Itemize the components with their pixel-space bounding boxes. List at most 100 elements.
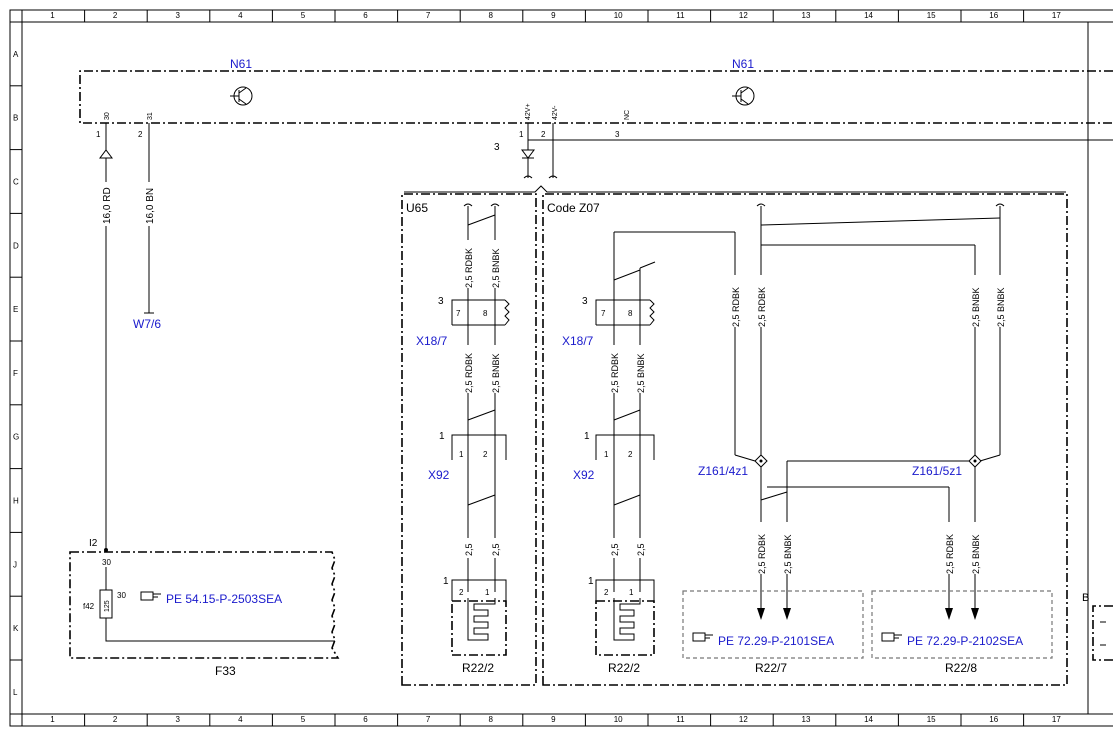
svg-text:3: 3 — [438, 296, 444, 307]
wire-16bn: 16,0 BN — [145, 188, 156, 224]
grid-col-label: 3 — [176, 715, 181, 724]
grid-col-label: 1 — [50, 11, 55, 20]
left-supply-wires: 1 2 16,0 RD 16,0 BN W7/6 — [96, 123, 161, 550]
x18-7-label-u65[interactable]: X18/7 — [416, 334, 448, 348]
grid-col-label: 11 — [676, 715, 685, 724]
42v-feed: 2 1 3 3 — [404, 123, 1113, 193]
grid-col-label: 14 — [864, 715, 873, 724]
svg-text:2: 2 — [541, 130, 546, 139]
grid-col-label: 9 — [551, 11, 556, 20]
svg-text:2: 2 — [138, 130, 143, 139]
svg-text:1: 1 — [604, 450, 609, 459]
grid-col-label: 11 — [676, 11, 685, 20]
grid-row-label: G — [13, 433, 19, 442]
svg-text:1: 1 — [443, 576, 449, 587]
u65-wiring: 2,5 RDBK 2,5 BNBK 2,5 RDBK 2,5 BNBK 2,5 … — [416, 203, 510, 675]
grid-col-label: 3 — [176, 11, 181, 20]
svg-text:2,5 BNBK: 2,5 BNBK — [971, 287, 981, 327]
n61-label-left[interactable]: N61 — [230, 57, 252, 71]
svg-text:7: 7 — [456, 309, 461, 318]
grid-col-label: 16 — [989, 715, 998, 724]
ref-r22-8[interactable]: PE 72.29-P-2102SEA — [907, 634, 1023, 648]
grid-col-label: 8 — [489, 715, 494, 724]
grid-col-label: 17 — [1052, 11, 1061, 20]
grid-col-label: 15 — [927, 715, 936, 724]
r22-2-label-z07: R22/2 — [608, 661, 640, 675]
u65-box — [401, 193, 537, 686]
ref-r22-7[interactable]: PE 72.29-P-2101SEA — [718, 634, 834, 648]
grid-col-label: 6 — [363, 715, 368, 724]
grid-col-label: 8 — [489, 11, 494, 20]
svg-text:2,5: 2,5 — [636, 543, 646, 556]
grid-col-label: 4 — [238, 11, 243, 20]
b-partial-box: B — [1082, 592, 1113, 661]
wire-16rd: 16,0 RD — [102, 187, 113, 224]
grid-col-label: 1 — [50, 715, 55, 724]
svg-text:2: 2 — [459, 588, 464, 597]
pointing-hand-icon — [692, 632, 713, 642]
grid-col-label: 7 — [426, 715, 431, 724]
svg-text:3: 3 — [582, 296, 588, 307]
svg-text:2,5 RDBK: 2,5 RDBK — [610, 353, 620, 393]
grid-col-label: 4 — [238, 715, 243, 724]
svg-text:2: 2 — [628, 450, 633, 459]
grid-row-label: H — [13, 497, 19, 506]
svg-text:30: 30 — [117, 591, 126, 600]
svg-text:2,5 BNBK: 2,5 BNBK — [783, 534, 793, 574]
x92-label-u65[interactable]: X92 — [428, 468, 450, 482]
ref-f33[interactable]: PE 54.15-P-2503SEA — [166, 592, 282, 606]
svg-text:2,5: 2,5 — [464, 543, 474, 556]
svg-text:3: 3 — [494, 142, 500, 153]
n61-module: N61 N61 30 31 42V+ 42V- NC — [79, 57, 1113, 124]
u65-label: U65 — [406, 201, 428, 215]
svg-text:8: 8 — [483, 309, 488, 318]
z161-5z1-label[interactable]: Z161/5z1 — [912, 464, 962, 478]
svg-text:2,5 RDBK: 2,5 RDBK — [731, 287, 741, 327]
grid-col-label: 10 — [614, 715, 623, 724]
w7-6-label[interactable]: W7/6 — [133, 317, 161, 331]
i2-label: I2 — [89, 538, 98, 549]
grid-col-label: 10 — [614, 11, 623, 20]
pin-nc: NC — [624, 110, 631, 120]
pointing-hand-icon — [881, 632, 902, 642]
grid-col-label: 7 — [426, 11, 431, 20]
svg-text:2: 2 — [483, 450, 488, 459]
grid-row-label: K — [13, 624, 19, 633]
code-z07-box — [542, 193, 1068, 686]
svg-text:2,5 RDBK: 2,5 RDBK — [757, 534, 767, 574]
grid-row-label: B — [13, 114, 18, 123]
svg-text:2,5: 2,5 — [610, 543, 620, 556]
grid-col-label: 13 — [802, 11, 811, 20]
grid-row-label: E — [13, 305, 18, 314]
b-label: B — [1082, 592, 1089, 604]
r22-7-box: PE 72.29-P-2101SEA R22/7 — [682, 590, 864, 675]
code-z07-label: Code Z07 — [547, 201, 600, 215]
grid-col-label: 15 — [927, 11, 936, 20]
fuse-125: 125 — [104, 600, 111, 612]
r22-8-box: PE 72.29-P-2102SEA R22/8 — [871, 590, 1053, 675]
svg-text:1: 1 — [584, 431, 590, 442]
svg-text:2,5 BNBK: 2,5 BNBK — [971, 534, 981, 574]
pin-42v-minus: 42V- — [552, 105, 559, 120]
svg-text:2,5 BNBK: 2,5 BNBK — [996, 287, 1006, 327]
transistor-icon — [732, 86, 755, 106]
pointing-hand-icon — [140, 591, 161, 601]
grid-col-label: 12 — [739, 11, 748, 20]
pin-30: 30 — [104, 112, 111, 120]
f42-label: f42 — [83, 602, 95, 611]
x18-7-label-z07[interactable]: X18/7 — [562, 334, 594, 348]
grid-row-label: D — [13, 241, 19, 250]
grid-col-label: 5 — [301, 11, 306, 20]
grid-col-label: 16 — [989, 11, 998, 20]
x92-label-z07[interactable]: X92 — [573, 468, 595, 482]
svg-text:2,5: 2,5 — [491, 543, 501, 556]
svg-text:2,5 RDBK: 2,5 RDBK — [464, 353, 474, 393]
grid-col-label: 17 — [1052, 715, 1061, 724]
r22-7-label: R22/7 — [755, 661, 787, 675]
grid-frame: 1122334455667788991010111112121313141415… — [9, 9, 1113, 727]
n61-label-right[interactable]: N61 — [732, 57, 754, 71]
grid-col-label: 6 — [363, 11, 368, 20]
z161-4z1-label[interactable]: Z161/4z1 — [698, 464, 748, 478]
z07-left-wiring: 2,5 RDBK 2,5 BNBK 2,5 2,5 3 7 8 X18/7 1 … — [562, 231, 735, 675]
